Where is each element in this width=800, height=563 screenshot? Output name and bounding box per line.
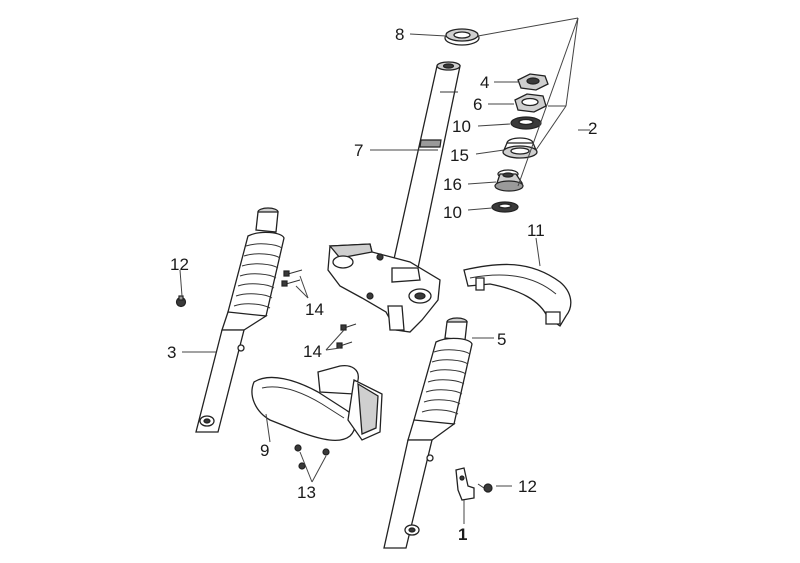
callout-labels: 8 4 6 10 2 7 15 16 10 11 12 14 5 14 3 9 …: [167, 25, 597, 544]
fork-leg-right: [383, 317, 473, 549]
callout-15: 15: [450, 146, 469, 165]
callout-6: 6: [473, 95, 482, 114]
callout-11: 11: [527, 221, 545, 240]
bearing-race-8: [444, 28, 480, 46]
callout-2: 2: [588, 119, 597, 138]
steering-stem: [327, 61, 461, 333]
callout-14-upper: 14: [305, 300, 324, 319]
callout-9: 9: [260, 441, 269, 460]
locknut-4: [517, 73, 549, 91]
screw-12-right: [477, 483, 493, 493]
callout-13: 13: [297, 483, 316, 502]
callout-12-left: 12: [170, 255, 189, 274]
bolts-14-lower: [336, 323, 357, 349]
fork-leg-left: [195, 207, 285, 433]
leader-lines: [179, 17, 590, 524]
callout-16: 16: [443, 175, 462, 194]
callout-7: 7: [354, 141, 363, 160]
screws-13: [294, 444, 330, 470]
callout-10-lower: 10: [443, 203, 462, 222]
front-cover-9: [251, 364, 383, 442]
cone-race-6: [514, 93, 547, 113]
fender-bracket-11: [463, 263, 572, 327]
callout-3: 3: [167, 343, 176, 362]
callout-10-upper: 10: [452, 117, 471, 136]
callout-14-lower: 14: [303, 342, 322, 361]
callout-8: 8: [395, 25, 404, 44]
callout-12-right: 12: [518, 477, 537, 496]
callout-5: 5: [497, 330, 506, 349]
bolts-14-upper: [281, 269, 303, 287]
cup-race-16: [494, 169, 524, 192]
ball-cage-10-lower: [491, 201, 519, 213]
ball-cage-10-upper: [510, 116, 542, 130]
screw-12-left: [175, 295, 187, 308]
clip-1: [455, 467, 475, 501]
cup-race-15: [502, 137, 538, 159]
callout-4: 4: [480, 73, 489, 92]
callout-1: 1: [458, 525, 467, 544]
